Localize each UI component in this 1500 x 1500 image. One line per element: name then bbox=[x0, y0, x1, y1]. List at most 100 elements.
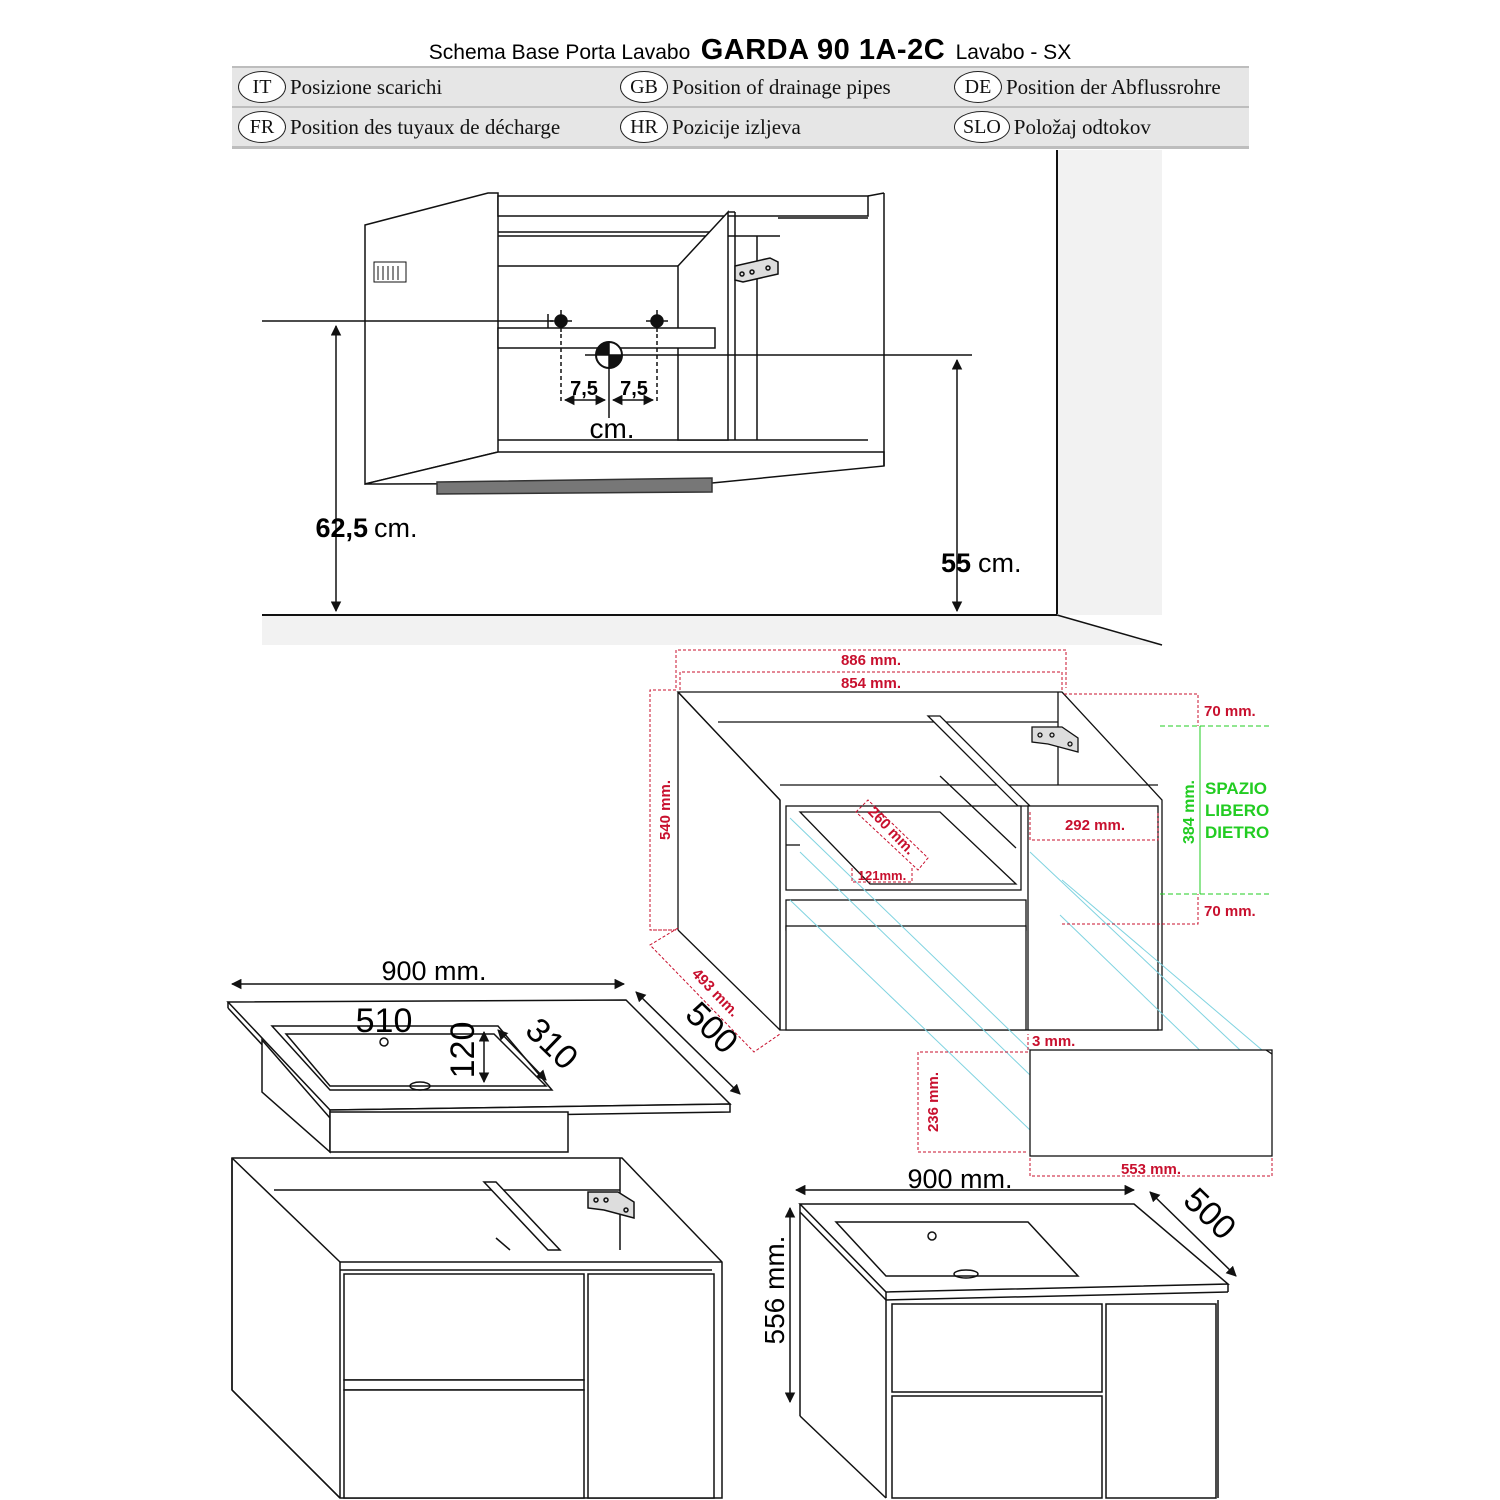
width-outer-dimension bbox=[675, 649, 1067, 688]
assembled-height-label: 556 mm. bbox=[759, 1236, 790, 1345]
cabinet-perspective-partition bbox=[482, 1181, 562, 1251]
cabinet-edge bbox=[867, 192, 885, 197]
offset-left-label: 7,5 bbox=[570, 378, 598, 400]
detached-drawer bbox=[1029, 1049, 1273, 1157]
width-inner-label: 854 mm. bbox=[841, 675, 901, 692]
bottom-gap-dimension bbox=[1062, 894, 1199, 925]
header-model: GARDA 90 1A-2C bbox=[700, 34, 946, 66]
detached-drawer-edge bbox=[1265, 1049, 1273, 1055]
cabinet-door bbox=[1027, 805, 1159, 1031]
assembled-view bbox=[784, 1184, 1237, 1499]
drain-quadrant bbox=[595, 341, 610, 356]
cabinet-green-dimensions bbox=[1160, 725, 1272, 895]
wall-bracket-icon bbox=[1031, 726, 1079, 753]
basin-height-label: 120 bbox=[444, 1022, 482, 1079]
cabinet-left-top bbox=[677, 691, 781, 801]
top-gap-dimension bbox=[1064, 693, 1199, 726]
language-table: IT Posizione scarichi GB Position of dra… bbox=[232, 66, 1249, 149]
language-code: HR bbox=[620, 111, 668, 143]
drain-height-label: 55 bbox=[941, 548, 971, 578]
assembled-drawer-top bbox=[891, 1303, 1103, 1393]
language-item: DE Position der Abflussrohre bbox=[954, 70, 1221, 104]
language-item: IT Posizione scarichi bbox=[238, 70, 442, 104]
drawer-gap-label: 3 mm. bbox=[1032, 1033, 1075, 1050]
sink-depth-dimension bbox=[635, 991, 741, 1095]
drawer-depth-dimension bbox=[855, 799, 929, 871]
cabinet-left-side bbox=[364, 192, 499, 485]
table-divider bbox=[232, 106, 1249, 109]
language-row: IT Posizione scarichi GB Position of dra… bbox=[232, 68, 1249, 106]
faucet-hole-icon bbox=[379, 1037, 389, 1047]
drawer-handle-bar bbox=[436, 477, 713, 495]
drawer-inner-box bbox=[798, 811, 1018, 885]
drawer-front-bottom bbox=[343, 1389, 585, 1499]
sink-basin-front bbox=[329, 1111, 569, 1153]
top-gap-label: 70 mm. bbox=[1204, 703, 1256, 720]
drain-height-unit: cm. bbox=[978, 548, 1022, 578]
drain-quadrant bbox=[608, 354, 623, 369]
language-label: Position der Abflussrohre bbox=[1006, 74, 1221, 99]
height-label: 540 mm. bbox=[657, 780, 674, 840]
diagram-header: Schema Base Porta Lavabo GARDA 90 1A-2C … bbox=[0, 34, 1500, 67]
drawer-rail bbox=[939, 775, 1017, 849]
basin-width-label: 510 bbox=[356, 1002, 413, 1040]
drain-hole-icon bbox=[409, 1081, 431, 1091]
cabinet-door-front bbox=[587, 1273, 715, 1499]
language-code: IT bbox=[238, 71, 286, 103]
sink-width-label: 900 mm. bbox=[381, 956, 486, 986]
bottom-gap-label: 70 mm. bbox=[1204, 903, 1256, 920]
language-code: DE bbox=[954, 71, 1002, 103]
drain-hole-icon bbox=[953, 1269, 979, 1279]
cabinet-partition bbox=[677, 210, 729, 441]
basin-depth-dimension bbox=[497, 1029, 547, 1081]
cabinet-dimension-view bbox=[676, 691, 1273, 1157]
drawer-width-label: 553 mm. bbox=[1121, 1161, 1181, 1178]
wall-surface bbox=[1057, 150, 1162, 615]
drawer-inner-label: 121mm. bbox=[858, 868, 906, 883]
language-code: FR bbox=[238, 111, 286, 143]
language-label: Position of drainage pipes bbox=[672, 74, 891, 99]
assembled-depth-dimension bbox=[1149, 1191, 1237, 1277]
assembled-door bbox=[1105, 1303, 1217, 1499]
inlet-height-label: 62,5 bbox=[315, 513, 368, 543]
wall-bracket-icon bbox=[734, 257, 779, 283]
door-width-label: 292 mm. bbox=[1065, 817, 1125, 834]
assembled-width-label: 900 mm. bbox=[907, 1164, 1012, 1194]
free-space-height-label: 384 mm. bbox=[1181, 780, 1198, 844]
drawer-height-label: 236 mm. bbox=[925, 1072, 942, 1132]
height-dimension bbox=[649, 689, 676, 931]
language-code: SLO bbox=[954, 111, 1010, 143]
drawer-inner-dimension bbox=[851, 868, 913, 883]
bracket-hole bbox=[739, 271, 745, 277]
table-divider bbox=[232, 146, 1249, 149]
drawer-lower-top bbox=[785, 899, 1027, 931]
drawer-gap bbox=[343, 1379, 585, 1391]
language-label: Pozicije izljeva bbox=[672, 114, 801, 139]
bracket-hole bbox=[749, 269, 755, 275]
free-space-labels: 384 mm. SPAZIO LIBERO DIETRO bbox=[1181, 779, 1269, 844]
bracket-hole bbox=[765, 265, 771, 271]
free-space-label-line: LIBERO bbox=[1205, 801, 1269, 820]
free-space-label-line: DIETRO bbox=[1205, 823, 1269, 842]
assembled-depth-label: 500 bbox=[1176, 1181, 1243, 1248]
language-item: SLO Položaj odtokov bbox=[954, 110, 1151, 144]
free-space-label-line: SPAZIO bbox=[1205, 779, 1267, 798]
floor-surface bbox=[262, 615, 1162, 645]
language-label: Posizione scarichi bbox=[290, 74, 443, 99]
language-row: FR Position des tuyaux de décharge HR Po… bbox=[232, 108, 1249, 146]
assembled-drawer-bottom bbox=[891, 1395, 1103, 1499]
cabinet-red-dimensions bbox=[649, 649, 1273, 1177]
product-label-icon bbox=[373, 261, 407, 283]
language-label: Položaj odtokov bbox=[1013, 114, 1151, 139]
cabinet-left-bottom bbox=[677, 929, 781, 1031]
language-item: GB Position of drainage pipes bbox=[620, 70, 891, 104]
drain-position-view bbox=[262, 150, 1163, 646]
floor-edge bbox=[1056, 614, 1163, 646]
wall-bracket-icon bbox=[587, 1191, 635, 1219]
offset-right-label: 7,5 bbox=[620, 378, 648, 400]
cabinet-dimension-labels: 886 mm. 854 mm. 540 mm. 493 mm. 260 mm. … bbox=[657, 652, 1256, 1178]
language-item: FR Position des tuyaux de décharge bbox=[238, 110, 560, 144]
cabinet-perspective-view bbox=[231, 1157, 723, 1499]
language-code: GB bbox=[620, 71, 668, 103]
